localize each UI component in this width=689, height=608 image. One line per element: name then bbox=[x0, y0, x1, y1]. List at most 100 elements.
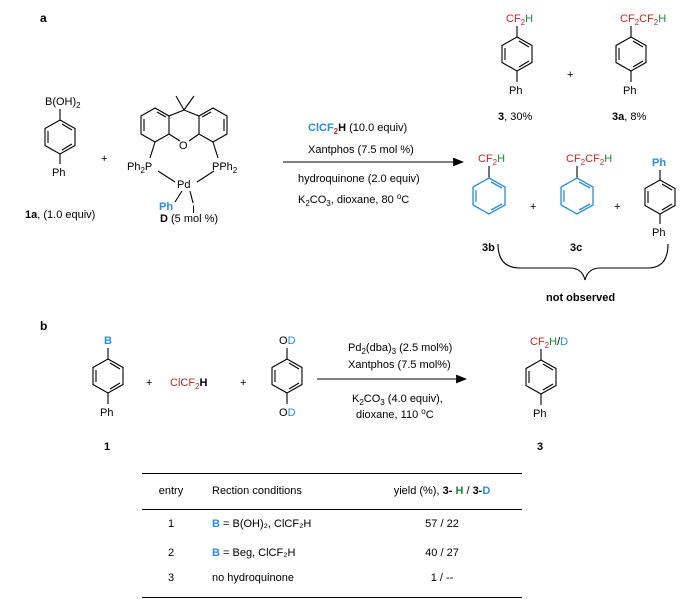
product-3c: CF2CF2H 3c bbox=[560, 153, 612, 254]
benzene-ring bbox=[525, 359, 557, 395]
hydroquinone-top: OD bbox=[279, 335, 296, 347]
condition-ligand: Xantphos (7.5 mol %) bbox=[308, 144, 414, 156]
product-3b: CF2H 3b bbox=[472, 153, 506, 254]
table-row: 1 B = B(OH)₂, ClCF₂H 57 / 22 bbox=[142, 509, 522, 539]
double-bond bbox=[156, 111, 167, 118]
reactant-1-group: B bbox=[104, 335, 112, 347]
double-bond bbox=[288, 362, 300, 370]
p-pd-bond bbox=[157, 170, 176, 183]
table-header-rule bbox=[142, 509, 522, 510]
cell-entry: 2 bbox=[167, 547, 175, 559]
product-3: CF2H Ph 3, 30% bbox=[498, 13, 533, 123]
condition-additive: hydroquinone (2.0 equiv) bbox=[298, 173, 420, 185]
catalyst-d: O Ph2P PPh2 Pd Ph I D (5 mol %) bbox=[127, 95, 238, 225]
header-yield-prefix: yield (%), bbox=[393, 485, 443, 497]
benzene-ring bbox=[644, 179, 676, 215]
double-bond bbox=[632, 40, 644, 48]
methyl-bond bbox=[175, 95, 185, 111]
double-bond bbox=[201, 111, 212, 118]
double-bond bbox=[518, 60, 530, 68]
condition-solvent-b: dioxane, 110 oC bbox=[356, 407, 434, 421]
oxygen-atom: O bbox=[179, 140, 188, 152]
cell-conditions: no hydroquinone bbox=[200, 567, 362, 589]
plus-sign: + bbox=[530, 201, 536, 213]
product-3a: CF2CF2H Ph 3a, 8% bbox=[612, 13, 666, 123]
panel-a-label: a bbox=[40, 11, 47, 25]
plus-sign: + bbox=[101, 153, 107, 165]
product-3-b: CF2H/D Ph 3 bbox=[525, 336, 568, 453]
product-3a-group: CF2CF2H bbox=[620, 13, 666, 27]
condition-reagent: ClCF2H (10.0 equiv) bbox=[308, 122, 407, 136]
table-header-row: entry Rection conditions yield (%), 3- H… bbox=[142, 473, 522, 509]
header-entry: entry bbox=[158, 485, 184, 497]
xanthene-right-ring bbox=[198, 107, 228, 143]
cell-yield: 1 / -- bbox=[430, 572, 454, 584]
reactant-1: B Ph 1 bbox=[92, 335, 124, 453]
header-yield-3d-b: D bbox=[482, 485, 491, 497]
biphenyl-bottom-ph: Ph bbox=[652, 227, 665, 239]
double-bond bbox=[61, 123, 73, 131]
not-observed-brace bbox=[497, 243, 669, 281]
double-bond bbox=[490, 203, 503, 211]
p-pd-bond bbox=[196, 170, 215, 183]
benzene-ring bbox=[615, 36, 647, 72]
pd-ph-bond bbox=[174, 190, 183, 203]
product-3-b-para: Ph bbox=[533, 408, 546, 420]
table-bottom-rule bbox=[142, 597, 522, 598]
header-yield-3d-a: 3- bbox=[472, 485, 483, 497]
phosphine-right: PPh2 bbox=[212, 161, 238, 175]
reactant-1a-para: Ph bbox=[52, 167, 65, 179]
double-bond bbox=[578, 181, 591, 189]
bond bbox=[188, 133, 200, 142]
condition-catalyst: Pd2(dba)3 (2.5 mol%) bbox=[348, 342, 452, 356]
reagent-clcf2h: ClCF2H bbox=[170, 377, 208, 391]
benzene-ring bbox=[44, 119, 76, 155]
bond bbox=[168, 109, 185, 117]
double-bond bbox=[661, 183, 673, 191]
benzene-ring bbox=[501, 36, 533, 72]
header-yield-3h-b: H bbox=[455, 485, 464, 497]
header-yield-sep: / bbox=[463, 485, 473, 497]
bond bbox=[168, 133, 181, 142]
biphenyl-top-ph: Ph bbox=[652, 157, 666, 169]
palladium-atom: Pd bbox=[177, 179, 190, 191]
phosphine-left: Ph2P bbox=[127, 161, 152, 175]
hydroquinone-bottom: OD bbox=[279, 407, 296, 419]
cell-conditions-text: = Beg, ClCF₂H bbox=[219, 547, 296, 559]
cell-yield: 40 / 27 bbox=[425, 547, 459, 559]
cell-entry: 3 bbox=[167, 572, 175, 584]
product-3c-group: CF2CF2H bbox=[566, 153, 612, 167]
bond bbox=[212, 141, 219, 159]
double-bond bbox=[61, 143, 73, 151]
header-yield: yield (%), 3- H / 3-D bbox=[362, 473, 522, 509]
table-row: 2 B = Beg, ClCF₂H 40 / 27 bbox=[142, 539, 522, 567]
header-yield-3h-a: 3- bbox=[442, 485, 456, 497]
cell-entry: 1 bbox=[167, 518, 175, 530]
product-3-group: CF2H bbox=[506, 13, 533, 27]
double-bond bbox=[109, 382, 121, 390]
plus-sign: + bbox=[567, 69, 573, 81]
table-row: 3 no hydroquinone 1 / -- bbox=[142, 567, 522, 589]
conditions-table: entry Rection conditions yield (%), 3- H… bbox=[142, 473, 522, 589]
double-bond bbox=[109, 362, 121, 370]
plus-sign: + bbox=[146, 377, 152, 389]
reactant-1a: B(OH)2 Ph 1a, (1.0 equiv) bbox=[25, 96, 95, 221]
cell-b-symbol: B bbox=[212, 547, 220, 559]
catalyst-d-label: D (5 mol %) bbox=[160, 213, 218, 225]
product-3-b-label: 3 bbox=[537, 441, 543, 453]
plus-sign: + bbox=[240, 377, 246, 389]
phenyl-ligand: Ph bbox=[159, 201, 173, 213]
condition-ligand-b: Xantphos (7.5 mol%) bbox=[348, 359, 451, 371]
double-bond bbox=[542, 383, 554, 391]
reactant-1-para: Ph bbox=[100, 407, 113, 419]
double-bond bbox=[632, 60, 644, 68]
pd-i-bond bbox=[189, 190, 194, 204]
double-bond bbox=[288, 382, 300, 390]
reactant-1-label: 1 bbox=[104, 441, 110, 453]
product-biphenyl: Ph Ph bbox=[644, 157, 676, 239]
product-3c-label: 3c bbox=[570, 242, 582, 254]
double-bond bbox=[661, 203, 673, 211]
product-3a-label: 3a, 8% bbox=[612, 111, 646, 123]
cell-conditions-text: = B(OH)₂, ClCF₂H bbox=[219, 518, 312, 530]
